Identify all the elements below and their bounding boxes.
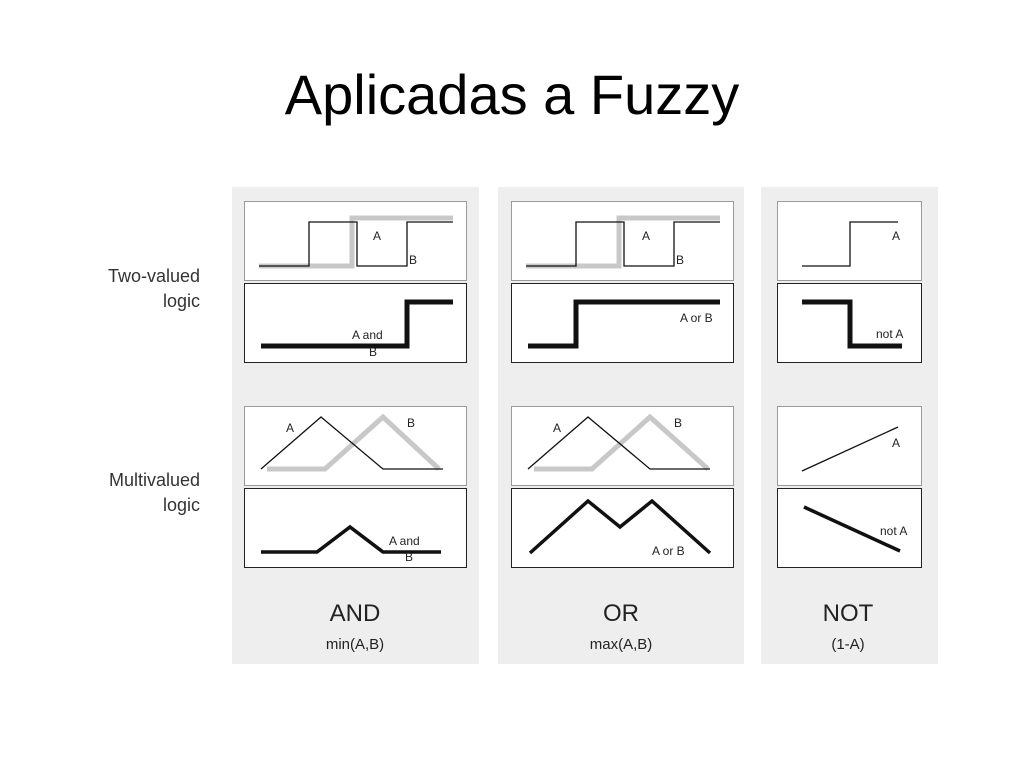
label-b: B xyxy=(674,416,682,430)
label-b: B xyxy=(409,253,417,267)
and-two-valued-result-panel: A and B xyxy=(244,283,467,363)
or-two-valued-result-panel: A or B xyxy=(511,283,734,363)
input-b-line xyxy=(534,413,710,472)
label-a: A xyxy=(553,421,561,435)
and-multivalued-inputs-plot: A B xyxy=(260,413,443,472)
not-operator-name: NOT xyxy=(822,600,874,627)
or-multivalued-result-plot: A or B xyxy=(528,498,712,558)
label-a: A xyxy=(642,229,650,243)
not-two-valued-input-panel: A xyxy=(777,201,922,281)
label-not-a: not A xyxy=(876,327,903,341)
and-operator-name: AND xyxy=(329,600,381,627)
not-two-valued-input-plot: A xyxy=(802,221,900,267)
label-a: A xyxy=(373,229,381,243)
and-two-valued-inputs-plot: A B xyxy=(259,215,453,269)
and-two-valued-inputs-panel: A B xyxy=(244,201,467,281)
or-multivalued-inputs-panel: A B xyxy=(511,406,734,486)
and-multivalued-result-panel: A and B xyxy=(244,488,467,568)
or-operator-formula: max(A,B) xyxy=(589,636,653,653)
and-two-valued-result-plot: A and B xyxy=(261,299,453,359)
label-a: A xyxy=(892,229,900,243)
label-a-and: A and xyxy=(389,534,420,548)
label-b: B xyxy=(407,416,415,430)
label-not-a: not A xyxy=(880,524,907,538)
and-multivalued-result-plot: A and B xyxy=(261,524,441,564)
or-multivalued-result-panel: A or B xyxy=(511,488,734,568)
row-label-two-valued-line1: Two-valued xyxy=(107,266,200,286)
input-a-line xyxy=(527,416,710,470)
not-multivalued-result-plot: not A xyxy=(803,505,907,553)
label-b: B xyxy=(676,253,684,267)
not-multivalued-input-panel: A xyxy=(777,406,922,486)
input-a-line xyxy=(802,221,898,267)
row-label-two-valued: Two-valued logic xyxy=(0,264,200,314)
input-a-line xyxy=(259,221,453,267)
or-result-line xyxy=(528,498,712,555)
input-b-line xyxy=(526,215,720,269)
and-result-line xyxy=(261,524,441,554)
label-and-b: B xyxy=(405,550,413,564)
label-a-or-b: A or B xyxy=(680,311,713,325)
not-result-line xyxy=(802,299,902,349)
not-two-valued-result-panel: not A xyxy=(777,283,922,363)
page-title: Aplicadas a Fuzzy xyxy=(284,63,740,126)
label-and-b: B xyxy=(369,345,377,359)
or-two-valued-result-plot: A or B xyxy=(528,299,720,349)
input-a-line xyxy=(526,221,720,267)
input-b-line xyxy=(259,215,453,269)
or-operator-name: OR xyxy=(603,600,639,627)
not-result-line xyxy=(803,505,901,553)
not-two-valued-result-plot: not A xyxy=(802,299,903,349)
and-result-line xyxy=(261,299,453,349)
row-label-two-valued-line2: logic xyxy=(162,291,200,311)
row-label-multivalued-line1: Multivalued xyxy=(108,470,200,490)
or-two-valued-inputs-panel: A B xyxy=(511,201,734,281)
label-a: A xyxy=(286,421,294,435)
label-a-or-b: A or B xyxy=(652,544,685,558)
or-result-line xyxy=(528,299,720,349)
and-multivalued-inputs-panel: A B xyxy=(244,406,467,486)
not-multivalued-result-panel: not A xyxy=(777,488,922,568)
or-two-valued-inputs-plot: A B xyxy=(526,215,720,269)
or-multivalued-inputs-plot: A B xyxy=(527,413,710,472)
input-a-line xyxy=(260,416,443,470)
label-a-and: A and xyxy=(352,328,383,342)
and-operator-formula: min(A,B) xyxy=(325,636,385,653)
input-a-line xyxy=(801,426,899,472)
not-operator-formula: (1-A) xyxy=(831,636,865,653)
row-label-multivalued: Multivalued logic xyxy=(0,468,200,518)
input-b-line xyxy=(267,413,441,472)
row-label-multivalued-line2: logic xyxy=(162,495,200,515)
not-multivalued-input-plot: A xyxy=(801,426,900,472)
label-a: A xyxy=(892,436,900,450)
